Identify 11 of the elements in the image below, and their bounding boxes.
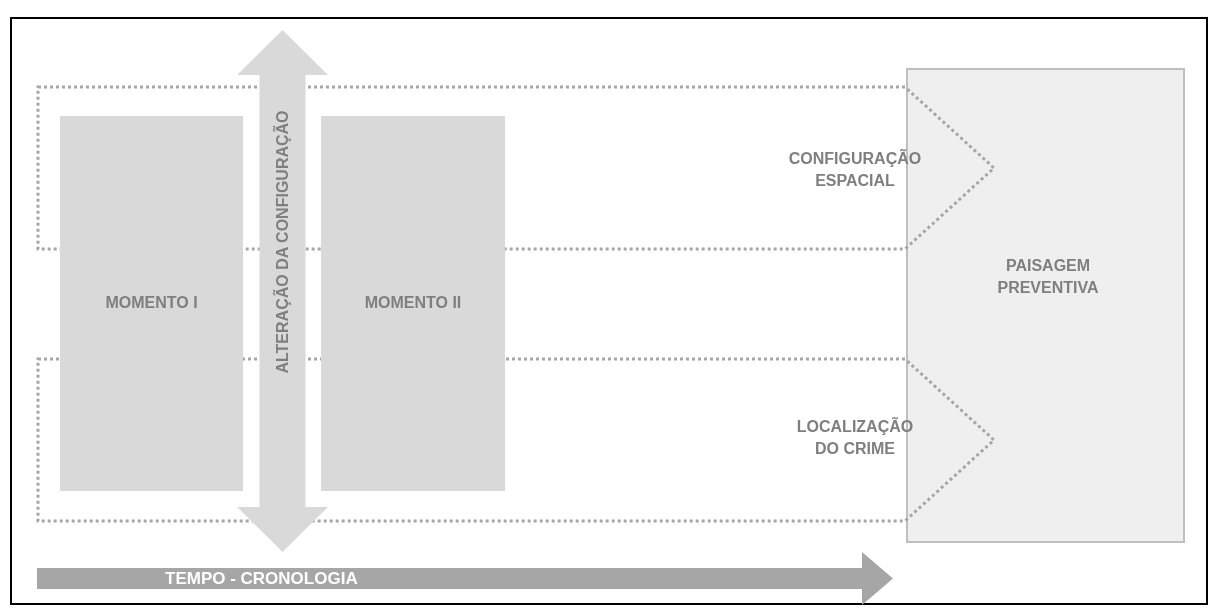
- box-label: MOMENTO II: [363, 293, 463, 313]
- double-arrow: [237, 30, 328, 552]
- moment-box: [321, 116, 505, 491]
- band-label: LOCALIZAÇÃO DO CRIME: [795, 416, 915, 459]
- band-label: CONFIGURAÇÃO ESPACIAL: [787, 148, 923, 191]
- moment-box: [60, 116, 243, 491]
- edge-label: ALTERAÇÃO DA CONFIGURAÇÃO: [272, 109, 292, 376]
- box-label: PAISAGEM PREVENTIVA: [996, 256, 1100, 298]
- box-label: MOMENTO I: [104, 293, 199, 313]
- arrow-label: TEMPO - CRONOLOGIA: [165, 567, 358, 590]
- time-arrow: [37, 552, 893, 605]
